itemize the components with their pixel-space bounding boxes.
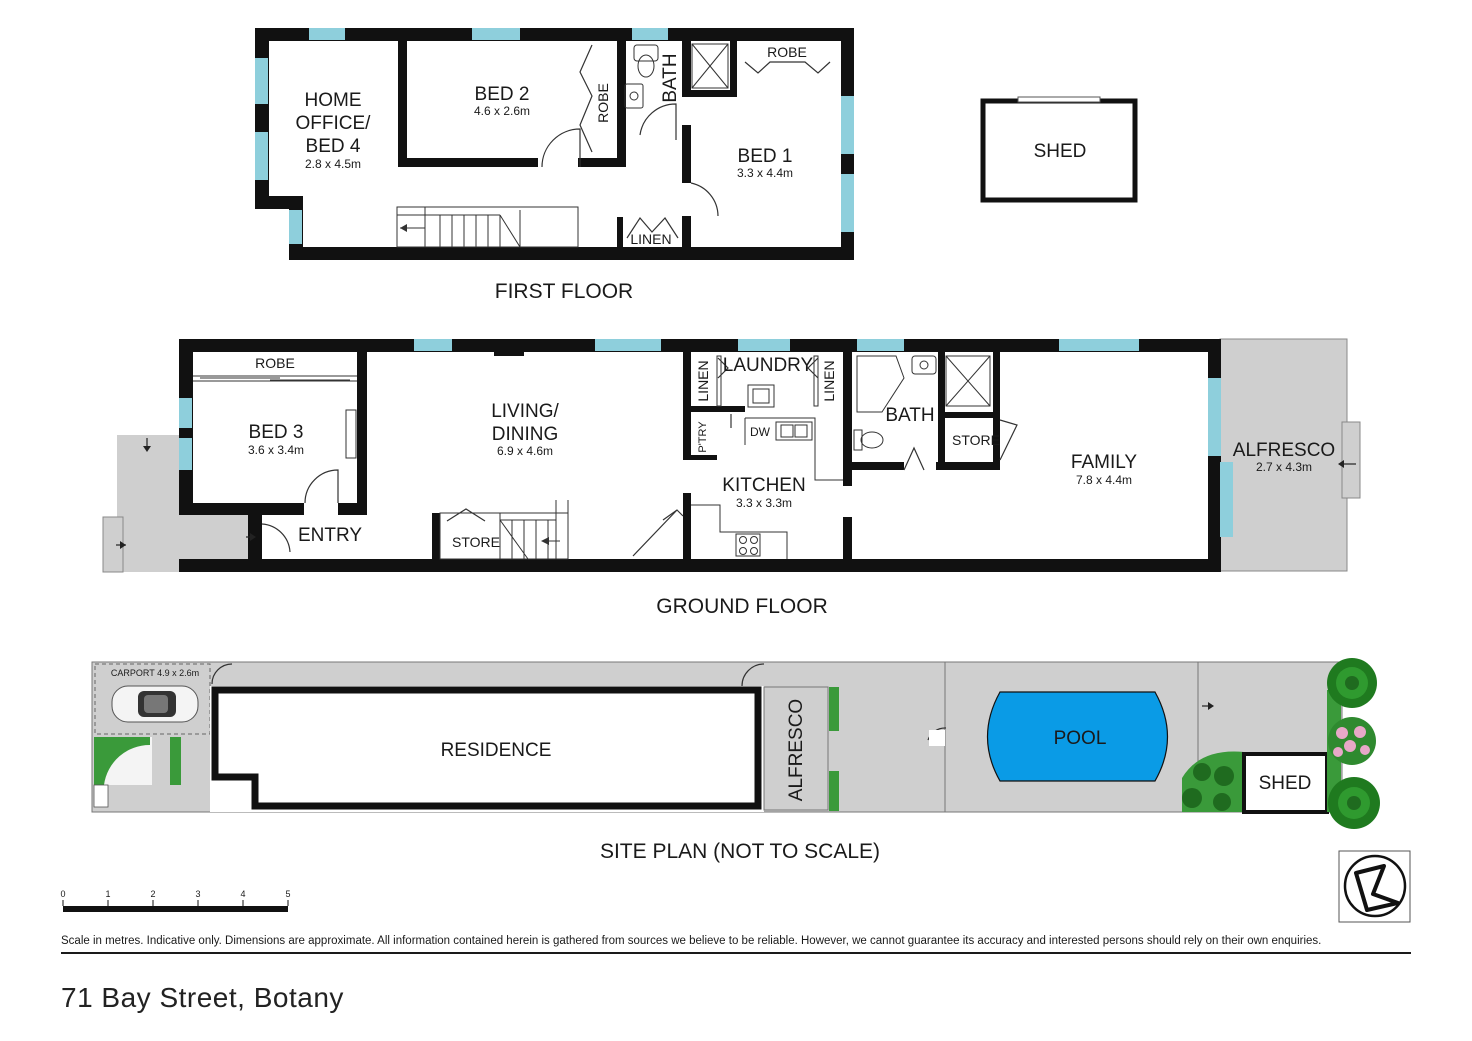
- bed1-dims: 3.3 x 4.4m: [737, 166, 793, 180]
- scale-tick-3: 3: [195, 889, 200, 899]
- tree-icon: [1327, 658, 1377, 708]
- shed-plan: SHED: [980, 96, 1138, 203]
- dw-label: DW: [750, 425, 771, 439]
- flowering-shrub-icon: [1328, 717, 1376, 765]
- laundry-label: LAUNDRY: [723, 355, 814, 376]
- family-dims: 7.8 x 4.4m: [1076, 473, 1132, 487]
- divider-line: [61, 952, 1411, 954]
- family-label: FAMILY: [1071, 452, 1137, 473]
- bath-vertical-label: BATH: [660, 53, 681, 102]
- first-floor-stairs: [396, 206, 579, 248]
- home-office-dims: 2.8 x 4.5m: [305, 157, 361, 171]
- ground-floor-title: GROUND FLOOR: [656, 595, 828, 618]
- pool-label: POOL: [1054, 728, 1107, 749]
- pantry-label: P'TRY: [697, 421, 709, 453]
- alfresco-label: ALFRESCO: [1233, 440, 1335, 461]
- scale-tick-4: 4: [240, 889, 245, 899]
- ground-bath-label: BATH: [885, 405, 934, 426]
- residence-label: RESIDENCE: [441, 740, 552, 761]
- ground-floor-stairs: [439, 500, 569, 560]
- linen-left-label: LINEN: [695, 360, 711, 401]
- scale-tick-0: 0: [60, 889, 65, 899]
- entry-label: ENTRY: [298, 525, 362, 546]
- home-office-label-2: OFFICE/: [296, 113, 372, 134]
- robe-vertical-label: ROBE: [595, 83, 611, 123]
- first-floor-title: FIRST FLOOR: [495, 280, 633, 303]
- scale-bar: 0 1 2 3 4 5: [60, 889, 291, 912]
- living-label-2: DINING: [492, 424, 559, 445]
- kitchen-label: KITCHEN: [722, 475, 805, 496]
- robe-label: ROBE: [255, 355, 295, 371]
- disclaimer-text: Scale in metres. Indicative only. Dimens…: [61, 935, 1322, 947]
- site-shed-label: SHED: [1259, 773, 1312, 794]
- pool-shape: [986, 691, 1169, 782]
- car-icon: [111, 685, 199, 723]
- bed3-label: BED 3: [249, 422, 304, 443]
- site-plan-title: SITE PLAN (NOT TO SCALE): [600, 840, 880, 863]
- store-stairs-label: STORE: [452, 534, 500, 550]
- bed1-label: BED 1: [738, 146, 793, 167]
- home-office-label-1: HOME: [305, 90, 362, 111]
- property-address: 71 Bay Street, Botany: [61, 982, 344, 1013]
- linen-label: LINEN: [630, 231, 671, 247]
- linen-right-label: LINEN: [821, 360, 837, 401]
- first-floor-plan: HOME OFFICE/ BED 4 2.8 x 4.5m BED 2 4.6 …: [255, 28, 854, 303]
- kitchen-dims: 3.3 x 3.3m: [736, 496, 792, 510]
- store-bath-label: STORE: [952, 432, 1000, 448]
- bed2-dims: 4.6 x 2.6m: [474, 104, 530, 118]
- bed3-dims: 3.6 x 3.4m: [248, 443, 304, 457]
- living-label-1: LIVING/: [491, 401, 559, 422]
- shed-label: SHED: [1034, 141, 1087, 162]
- living-dims: 6.9 x 4.6m: [497, 444, 553, 458]
- tree-icon: [1328, 777, 1380, 829]
- bed2-label: BED 2: [475, 84, 530, 105]
- carport-label: CARPORT 4.9 x 2.6m: [111, 668, 199, 678]
- scale-tick-2: 2: [150, 889, 155, 899]
- site-plan: CARPORT 4.9 x 2.6m RESIDENCE ALFRESCO PO…: [91, 658, 1380, 863]
- scale-tick-1: 1: [105, 889, 110, 899]
- ground-floor-plan: ROBE BED 3 3.6 x 3.4m ENTRY LIVING/ DINI…: [102, 338, 1361, 618]
- site-alfresco-label: ALFRESCO: [786, 699, 807, 801]
- alfresco-dims: 2.7 x 4.3m: [1256, 460, 1312, 474]
- scale-tick-5: 5: [285, 889, 290, 899]
- north-arrow-icon: [1338, 850, 1411, 923]
- robe-top-label: ROBE: [767, 44, 807, 60]
- home-office-label-3: BED 4: [306, 136, 361, 157]
